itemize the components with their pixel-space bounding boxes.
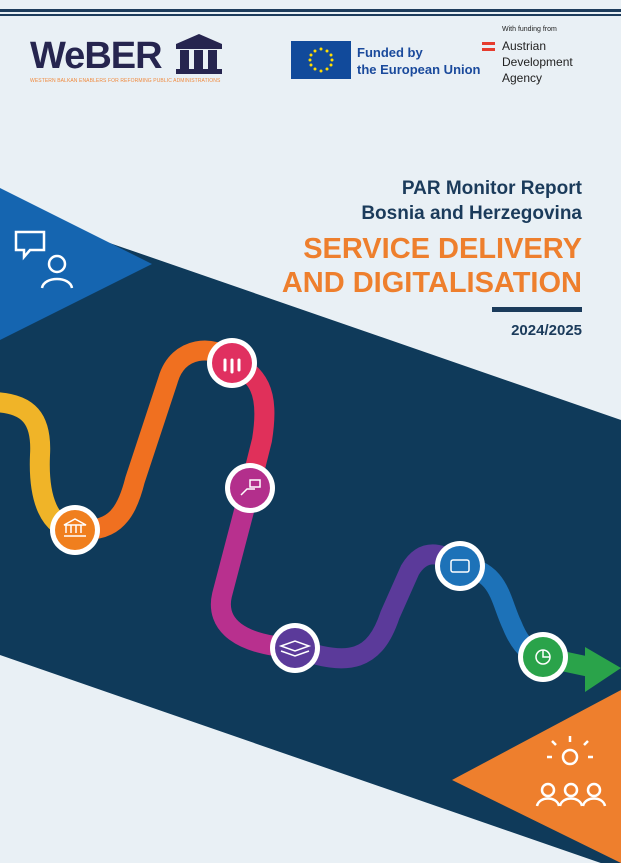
report-country: Bosnia and Herzegovina — [361, 203, 582, 224]
milestone-people-icon — [207, 338, 257, 388]
ada-logo: With funding from Austrian Development A… — [482, 26, 573, 86]
report-period: 2024/2025 — [511, 322, 582, 339]
ada-name: Austrian Development Agency — [502, 38, 573, 86]
eu-text-line1: Funded by — [357, 45, 423, 60]
eu-text-line2: the European Union — [357, 62, 481, 77]
report-series: PAR Monitor Report — [401, 178, 582, 199]
title-block: PAR Monitor Report Bosnia and Herzegovin… — [282, 176, 582, 339]
report-title: SERVICE DELIVERY AND DIGITALISATION — [282, 232, 582, 300]
chat-person-icon — [14, 230, 74, 289]
title-divider — [492, 307, 582, 312]
arrow-head-icon — [585, 647, 621, 692]
ada-line3: Agency — [502, 71, 543, 85]
eu-funding-text: Funded by the European Union — [357, 44, 481, 78]
ada-line2: Development — [502, 55, 573, 69]
idea-team-icon — [535, 736, 607, 807]
milestone-wallet-icon — [435, 541, 485, 591]
ada-caption: With funding from — [502, 26, 557, 33]
top-rule-thin — [0, 14, 621, 16]
weber-name: WeBER — [30, 35, 163, 77]
blue-triangle — [0, 188, 152, 340]
ada-line1: Austrian — [502, 39, 547, 53]
austria-flag-icon — [482, 42, 495, 54]
milestone-documents-icon — [270, 623, 320, 673]
milestone-hand-card-icon — [225, 463, 275, 513]
title-line1: SERVICE DELIVERY — [303, 233, 582, 265]
eu-flag-icon — [291, 41, 351, 79]
weber-logo: WeBER WESTERN BALKAN ENABLERS FOR REFORM… — [30, 34, 222, 84]
top-rule — [0, 9, 621, 12]
orange-triangle — [452, 690, 621, 863]
pillars-icon — [176, 34, 222, 74]
milestone-institution-icon — [50, 505, 100, 555]
title-line2: AND DIGITALISATION — [281, 267, 582, 299]
milestone-chart-icon — [518, 632, 568, 682]
navy-band — [0, 205, 621, 863]
weber-tagline: WESTERN BALKAN ENABLERS FOR REFORMING PU… — [30, 78, 221, 84]
